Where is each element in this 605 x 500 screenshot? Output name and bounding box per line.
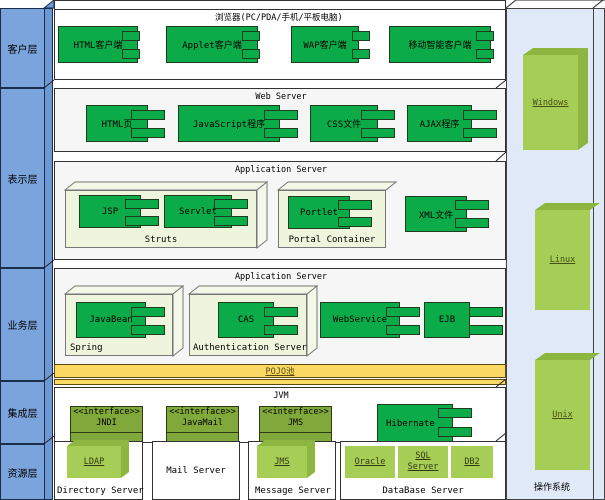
- resource-jms[interactable]: JMS: [257, 446, 307, 478]
- component-port: [242, 49, 260, 59]
- web-server-title: Web Server: [255, 92, 307, 102]
- component-port: [352, 49, 370, 59]
- component-port: [361, 128, 395, 138]
- authentication-server-label: Authentication Server: [193, 343, 307, 353]
- component-port: [469, 325, 503, 335]
- component-port: [455, 200, 489, 210]
- component-port: [455, 218, 489, 228]
- component-ajax[interactable]: AJAX程序: [407, 105, 472, 142]
- component-javascript[interactable]: JavaScript程序: [178, 105, 280, 142]
- component-port: [386, 307, 420, 317]
- layer-label: 集成层: [7, 409, 38, 420]
- component-port: [438, 408, 472, 418]
- resource-ldap[interactable]: LDAP: [67, 446, 121, 478]
- component-port: [131, 325, 165, 335]
- jvm-title: JVM: [273, 391, 289, 401]
- component-port: [361, 110, 395, 120]
- component-port: [264, 110, 298, 120]
- component-wap-client[interactable]: WAP客户端: [291, 26, 359, 63]
- interface-name: JavaMail: [182, 418, 223, 428]
- component-port: [438, 427, 472, 437]
- layer-presentation: 表示层: [0, 88, 45, 268]
- interface-javamail[interactable]: <<interface>> JavaMail: [166, 406, 239, 444]
- message-server-label: Message Server: [255, 486, 331, 496]
- os-column-side: [593, 8, 594, 500]
- layer-business: 业务层: [0, 268, 45, 381]
- interface-name: JMS: [287, 418, 304, 428]
- component-port: [476, 31, 494, 41]
- pojo-pool-base: [54, 379, 506, 385]
- client-band-title: 浏览器(PC/PDA/手机/平板电脑): [215, 13, 343, 23]
- component-port: [214, 216, 248, 226]
- component-port: [122, 49, 140, 59]
- component-port: [125, 199, 159, 209]
- component-port: [463, 128, 497, 138]
- component-port: [122, 31, 140, 41]
- component-port: [469, 307, 503, 317]
- pojo-pool[interactable]: POJO池: [54, 364, 506, 378]
- component-port: [386, 325, 420, 335]
- component-port: [352, 31, 370, 41]
- layer-label: 业务层: [7, 321, 38, 332]
- component-mobile-client[interactable]: 移动智能客户端: [389, 26, 491, 63]
- component-port: [338, 200, 372, 210]
- component-port: [131, 307, 165, 317]
- os-label: 操作系统: [533, 483, 570, 493]
- component-port: [476, 49, 494, 59]
- component-port: [125, 216, 159, 226]
- layer-label: 资源层: [7, 468, 38, 480]
- resource-db2[interactable]: DB2: [451, 446, 493, 478]
- component-port: [264, 307, 298, 317]
- interface-stereotype: <<interface>>: [169, 407, 236, 417]
- business-app-server-title: Application Server: [234, 272, 328, 282]
- mail-server-label: Mail Server: [166, 465, 226, 476]
- component-servlet[interactable]: Servlet: [164, 195, 232, 228]
- layer-client: 客户层: [0, 8, 45, 88]
- pojo-pool-label[interactable]: POJO池: [265, 367, 295, 377]
- interface-jndi[interactable]: <<interface>> JNDI: [70, 406, 143, 444]
- os-linux[interactable]: Linux: [535, 210, 590, 310]
- os-windows[interactable]: Windows: [523, 55, 578, 150]
- client-band-inner-line: [54, 9, 506, 10]
- resource-oracle[interactable]: Oracle: [345, 446, 395, 478]
- component-port: [242, 31, 260, 41]
- os-unix[interactable]: Unix: [535, 360, 590, 470]
- component-port: [131, 110, 165, 120]
- interface-jms[interactable]: <<interface>> JMS: [259, 406, 332, 444]
- directory-server-label: Directory Server: [57, 486, 144, 496]
- component-port: [264, 128, 298, 138]
- layer-label: 客户层: [7, 44, 38, 56]
- presentation-app-server-title: Application Server: [234, 165, 328, 175]
- interface-stereotype: <<interface>>: [262, 407, 329, 417]
- resource-sql-server[interactable]: SQL Server: [398, 446, 448, 478]
- component-port: [214, 199, 248, 209]
- mail-server-node: Mail Server: [152, 441, 240, 500]
- interface-name: JNDI: [96, 418, 117, 428]
- portal-container-label: Portal Container: [288, 235, 376, 245]
- spring-label: Spring: [70, 343, 103, 353]
- component-port: [463, 110, 497, 120]
- interface-stereotype: <<interface>>: [73, 407, 140, 417]
- component-port: [338, 217, 372, 227]
- layer-label: 表示层: [7, 174, 38, 186]
- database-server-label: DataBase Server: [382, 486, 464, 496]
- component-port: [131, 128, 165, 138]
- component-ejb[interactable]: EJB: [424, 302, 470, 338]
- layer-integration: 集成层: [0, 381, 45, 444]
- component-port: [264, 325, 298, 335]
- struts-label: Struts: [144, 235, 178, 245]
- layer-resource: 资源层: [0, 444, 45, 500]
